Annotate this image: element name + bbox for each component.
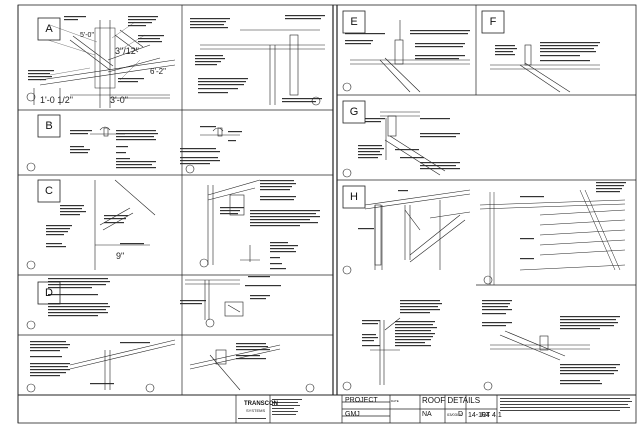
dimension-label: 5'-0" (80, 32, 94, 39)
dimension-label: 6'-2" (150, 67, 166, 76)
sheet-title: ROOF DETAILS (422, 396, 481, 405)
detail-label-d: D (45, 287, 53, 299)
sheet-number: RT 4.1 (481, 412, 502, 419)
project-label: PROJECT (345, 397, 378, 404)
detail-label-b: B (45, 120, 53, 132)
detail-label-h: H (350, 191, 358, 203)
company-name: TRANSCON (244, 401, 278, 407)
dimension-label: 3"/12" (115, 46, 139, 56)
dimension-label: 1'-0 1/2" (40, 95, 73, 105)
drawn-by: GMJ (345, 411, 360, 418)
detail-label-f: F (489, 16, 497, 28)
detail-label-e: E (350, 16, 358, 28)
dimension-label: 3'-0" (110, 95, 128, 105)
detail-label-a: A (45, 23, 53, 35)
detail-label-c: C (45, 185, 53, 197)
company-subtitle: SYSTEMS (246, 408, 266, 413)
scale-value: NA (422, 411, 432, 418)
date-label: DATE (391, 399, 399, 403)
job-number: 14-104 (468, 412, 490, 419)
date-value: 03/03/10 (447, 412, 463, 417)
detail-label-g: G (349, 106, 359, 118)
dimension-label: 9" (116, 251, 125, 261)
revision-value: D (458, 411, 464, 418)
